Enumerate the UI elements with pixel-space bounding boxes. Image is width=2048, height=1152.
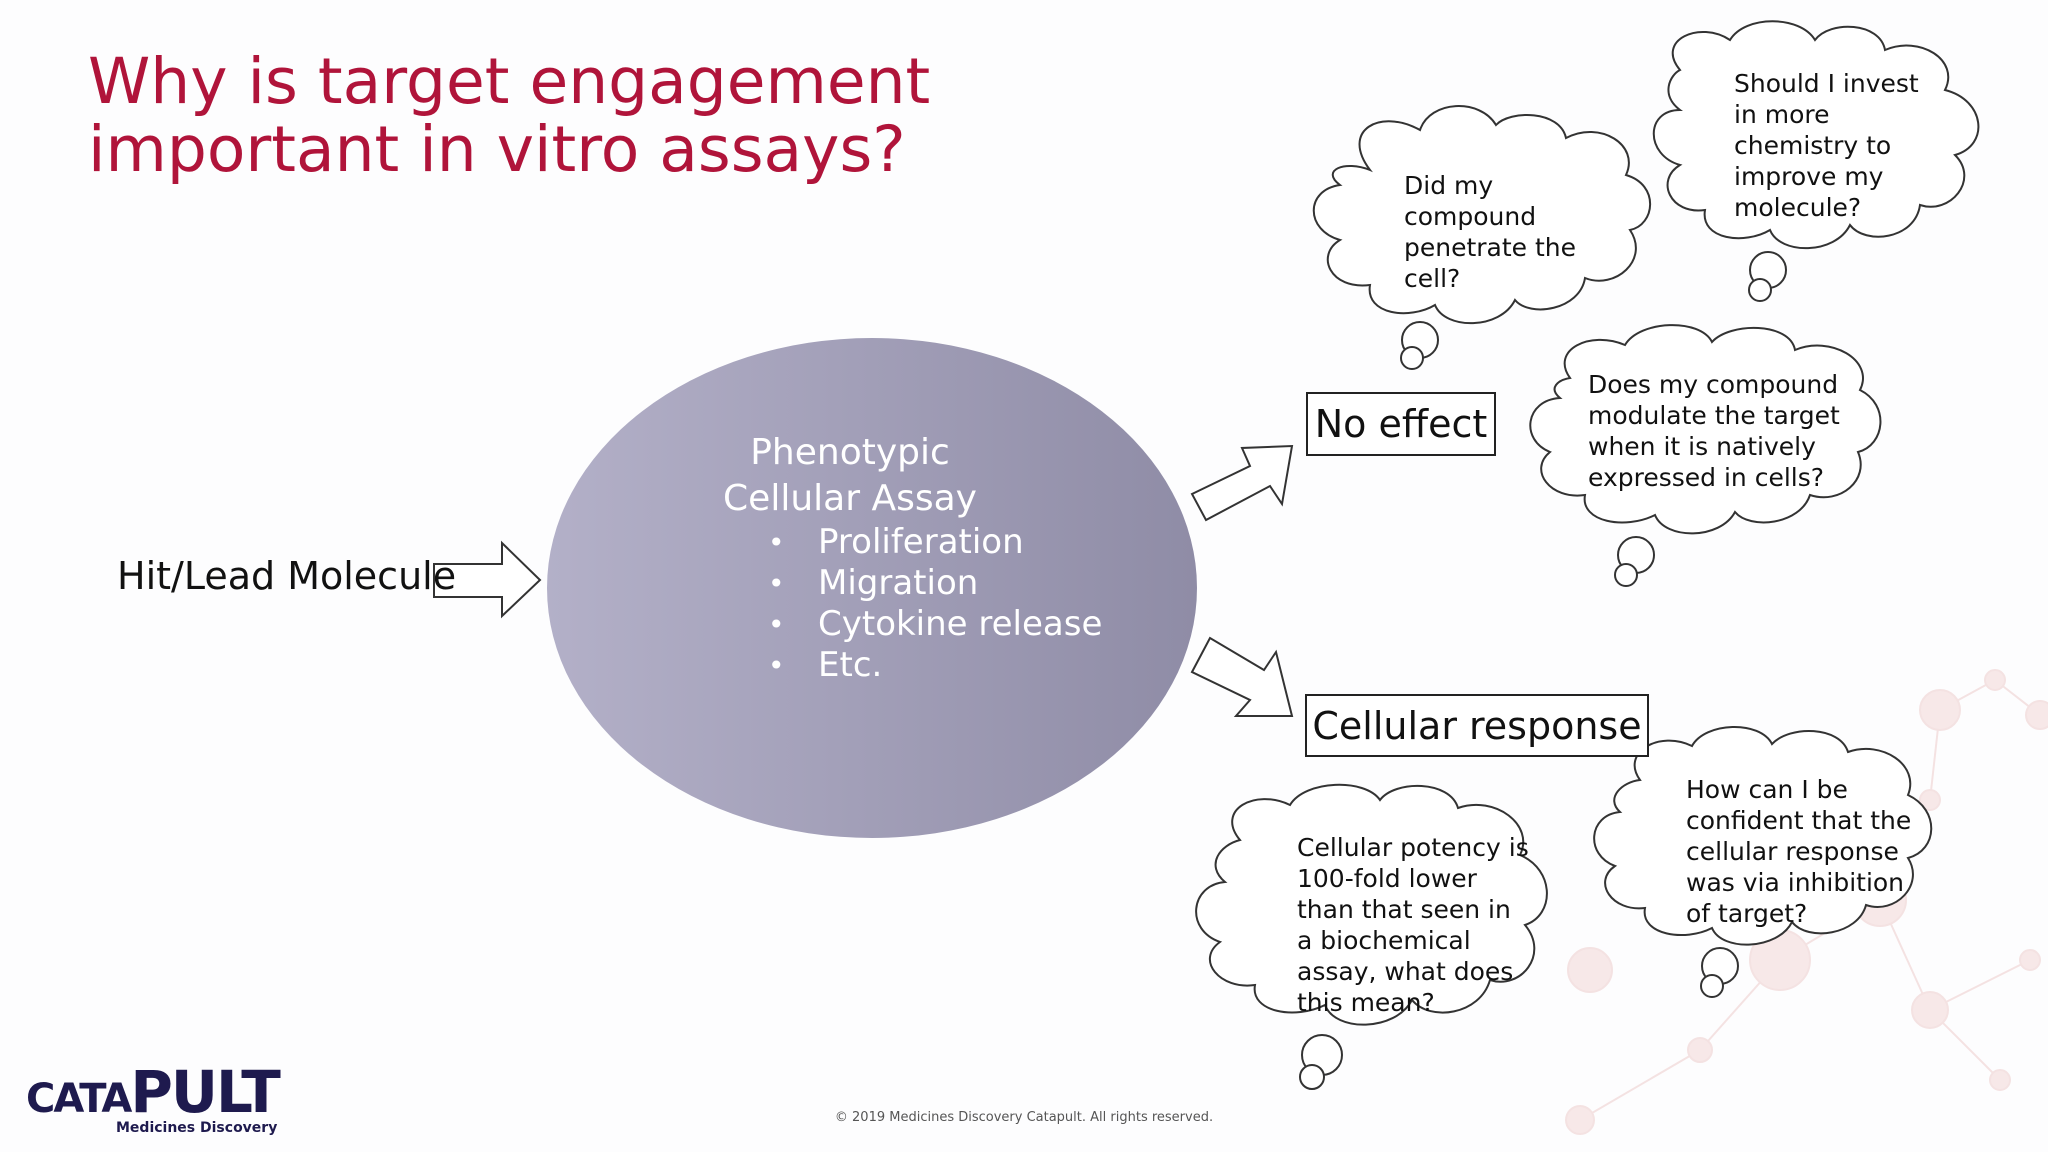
- thought-text-chemistry: Should I invest in more chemistry to imp…: [1734, 69, 1919, 222]
- catapult-logo: CATAPULT Medicines Discovery: [26, 1058, 281, 1138]
- thought-text-native-target: Does my compound modulate the target whe…: [1588, 370, 1840, 492]
- assay-title: Phenotypic Cellular Assay: [700, 430, 1000, 522]
- thought-cloud-1: [1312, 105, 1651, 370]
- slide-title: Why is target engagement important in vi…: [88, 45, 931, 186]
- thought-text-penetration: Did my compound penetrate the cell?: [1404, 171, 1577, 293]
- hit-lead-molecule-label: Hit/Lead Molecule: [117, 554, 457, 598]
- thought-cloud-3: [1529, 324, 1882, 587]
- thought-cloud-4: [1195, 783, 1548, 1090]
- arrow-to-cellular-response: [1190, 636, 1294, 717]
- input-arrow: [433, 540, 542, 619]
- assay-title-line2: Cellular Assay: [723, 478, 977, 519]
- thought-text-confidence: How can I be confident that the cellular…: [1686, 775, 1912, 928]
- arrow-to-no-effect: [1190, 444, 1294, 522]
- copyright-footer: © 2019 Medicines Discovery Catapult. All…: [834, 1110, 1214, 1125]
- assay-title-line1: Phenotypic: [750, 432, 950, 473]
- assay-readout-list: Proliferation Migration Cytokine release…: [762, 522, 1102, 686]
- thought-text-potency-shift: Cellular potency is 100-fold lower than …: [1297, 833, 1529, 1017]
- cellular-response-box: Cellular response: [1305, 694, 1649, 757]
- logo-wordmark: CATAPULT: [26, 1058, 281, 1126]
- thought-cloud-2: [1652, 20, 1980, 302]
- assay-item: Etc.: [762, 645, 1102, 686]
- logo-subtitle: Medicines Discovery: [116, 1120, 278, 1136]
- thought-cloud-5: [1593, 726, 1933, 998]
- assay-item: Migration: [762, 563, 1102, 604]
- assay-item: Proliferation: [762, 522, 1102, 563]
- assay-item: Cytokine release: [762, 604, 1102, 645]
- no-effect-box: No effect: [1306, 392, 1496, 456]
